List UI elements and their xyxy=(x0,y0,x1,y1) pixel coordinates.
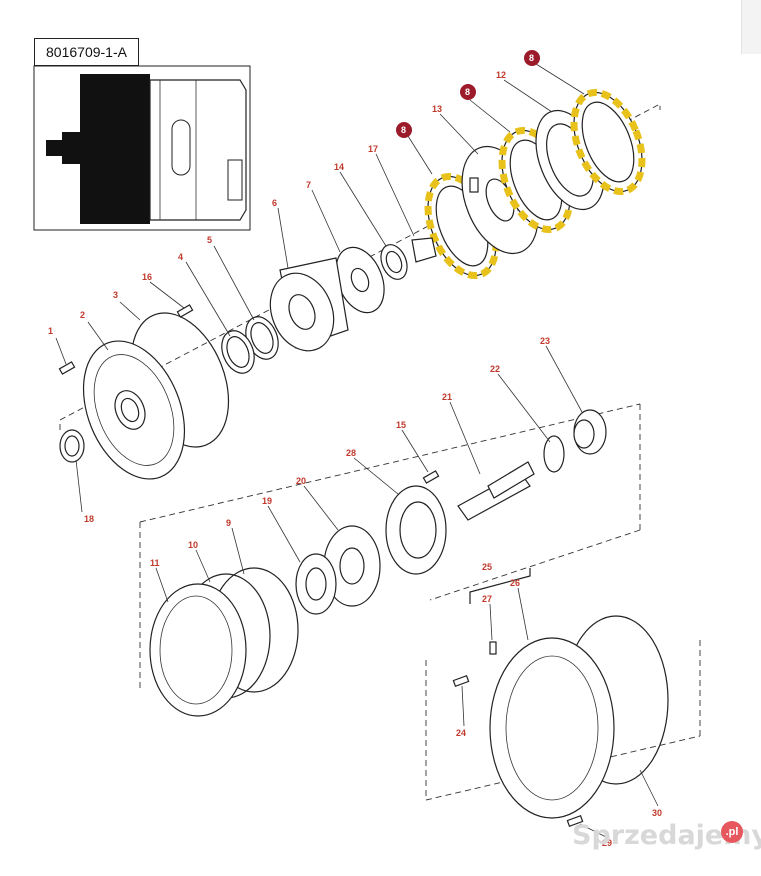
callout-23: 23 xyxy=(540,336,550,346)
clutch-disc-8-rear xyxy=(570,88,646,196)
callout-4: 4 xyxy=(178,252,183,262)
gear-23 xyxy=(573,409,607,455)
callout-7: 7 xyxy=(306,180,311,190)
callout-17: 17 xyxy=(368,144,378,154)
callout-15: 15 xyxy=(396,420,406,430)
seal-ring-19 xyxy=(295,553,337,615)
badge-8-front-label: 8 xyxy=(401,125,406,135)
callout-11: 11 xyxy=(150,558,160,568)
document-id-box: 8016709-1-A xyxy=(34,38,139,66)
watermark-badge: .pl xyxy=(721,821,743,843)
bolt-15 xyxy=(422,470,440,484)
ring-4 xyxy=(221,330,255,374)
callout-22: 22 xyxy=(490,364,500,374)
callout-13: 13 xyxy=(432,104,442,114)
callout-2: 2 xyxy=(80,310,85,320)
corner-tab xyxy=(741,0,761,54)
pin-16 xyxy=(176,304,194,318)
bracket-25 xyxy=(469,568,531,604)
callout-5: 5 xyxy=(207,235,212,245)
shim-7 xyxy=(335,246,385,314)
pin-27 xyxy=(489,641,497,655)
callout-1: 1 xyxy=(48,326,53,336)
bolt-1 xyxy=(58,361,76,375)
bolt-29 xyxy=(566,815,584,827)
clutch-carrier-6 xyxy=(269,257,349,352)
flange-28 xyxy=(385,485,447,575)
callout-21: 21 xyxy=(442,392,452,402)
callout-20: 20 xyxy=(296,476,306,486)
callout-30: 30 xyxy=(652,808,662,818)
callout-6: 6 xyxy=(272,198,277,208)
shaft-21 xyxy=(457,461,535,521)
callout-9: 9 xyxy=(226,518,231,528)
piston-20 xyxy=(323,525,381,607)
end-cover-2 xyxy=(82,340,186,480)
callout-16: 16 xyxy=(142,272,152,282)
housing-11 xyxy=(149,583,247,717)
callout-29: 29 xyxy=(602,838,612,848)
washer-14 xyxy=(380,244,408,280)
ring-5 xyxy=(245,316,279,360)
badge-8-rear: 8 xyxy=(524,50,540,66)
callout-25: 25 xyxy=(482,562,492,572)
callout-18: 18 xyxy=(84,514,94,524)
badge-8-middle-label: 8 xyxy=(465,87,470,97)
retaining-clip-17 xyxy=(411,237,437,263)
callout-10: 10 xyxy=(188,540,198,550)
callout-14: 14 xyxy=(334,162,344,172)
callout-3: 3 xyxy=(113,290,118,300)
callout-27: 27 xyxy=(482,594,492,604)
badge-8-middle: 8 xyxy=(460,84,476,100)
callout-28: 28 xyxy=(346,448,356,458)
callout-19: 19 xyxy=(262,496,272,506)
bolt-24 xyxy=(452,675,470,687)
callout-labels: 1 2 3 4 5 6 7 14 17 13 12 16 18 15 21 22… xyxy=(48,70,662,848)
badge-8-front: 8 xyxy=(396,122,412,138)
badge-callouts: 8 8 8 xyxy=(396,50,540,138)
leader-lines xyxy=(55,63,659,839)
callout-26: 26 xyxy=(510,578,520,588)
callout-12: 12 xyxy=(496,70,506,80)
assembly-thumbnail xyxy=(33,65,251,231)
callout-24: 24 xyxy=(456,728,466,738)
ring-gear-housing-26 xyxy=(489,615,669,819)
seal-18 xyxy=(59,429,85,463)
snap-ring-22 xyxy=(543,435,565,473)
badge-8-rear-label: 8 xyxy=(529,53,534,63)
